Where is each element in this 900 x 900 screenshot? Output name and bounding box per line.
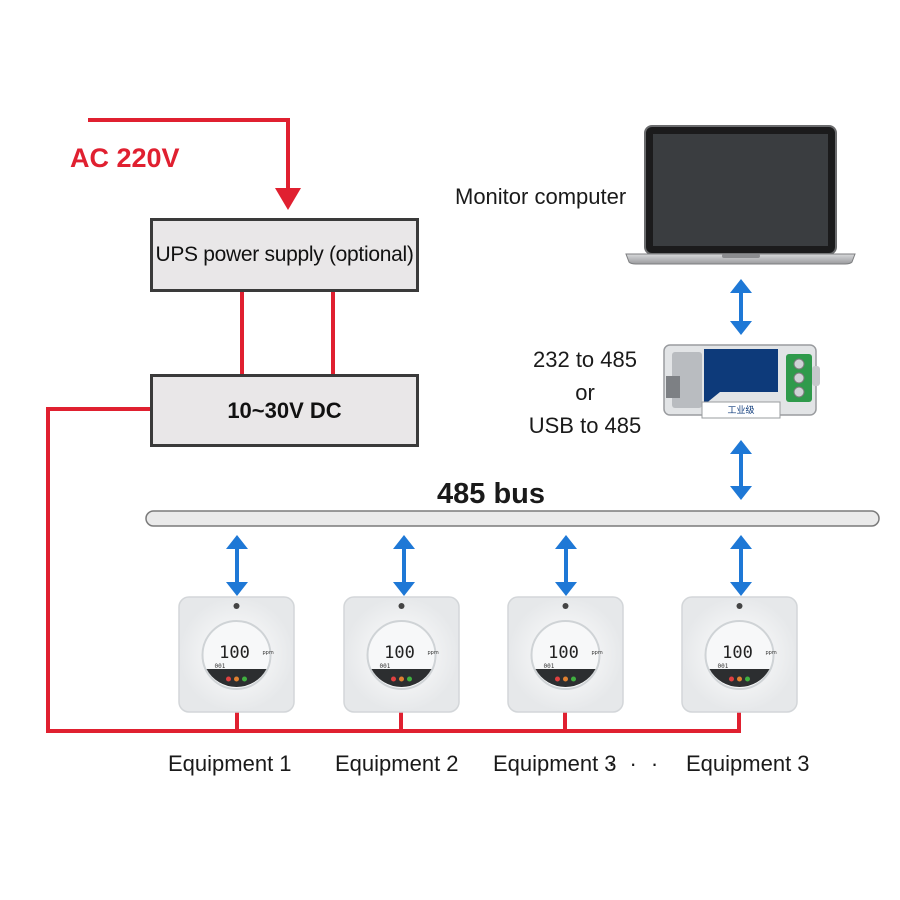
equipment-label-4: Equipment 3 <box>686 751 810 776</box>
converter-line-1: 232 to 485 <box>533 347 637 372</box>
gas-sensor-device-icon: 100 ppm 001 <box>681 596 798 713</box>
ac-power-line <box>88 118 301 210</box>
converter-label: 232 to 485 or USB to 485 <box>520 343 650 442</box>
ac-220v-label: AC 220V <box>70 143 180 173</box>
converter-line-3: USB to 485 <box>528 413 642 438</box>
device-sub-reading: 001 <box>718 663 729 670</box>
ellipsis: · · · <box>608 751 663 776</box>
device-unit: ppm <box>263 650 274 656</box>
bidirectional-arrow-icon <box>730 440 752 500</box>
device-reading: 100 <box>219 643 250 663</box>
device-sub-reading: 001 <box>215 663 226 670</box>
data-arrows <box>226 279 752 596</box>
bidirectional-arrow-icon <box>393 535 415 596</box>
bus-label: 485 bus <box>437 478 545 510</box>
gas-sensor-device-icon: 100 ppm 001 <box>343 596 460 713</box>
gas-sensor-device-icon: 100 ppm 001 <box>507 596 624 713</box>
ac-arrow-head-icon <box>275 188 301 210</box>
bidirectional-arrow-icon <box>555 535 577 596</box>
device-reading: 100 <box>384 643 415 663</box>
bus-bar <box>145 510 880 527</box>
device-unit: ppm <box>428 650 439 656</box>
gas-sensor-device-icon: 100 ppm 001 <box>178 596 295 713</box>
device-sub-reading: 001 <box>544 663 555 670</box>
equipment-label-2: Equipment 2 <box>335 751 459 776</box>
dc-power-box: 10~30V DC <box>150 374 419 447</box>
device-unit: ppm <box>766 650 777 656</box>
equipment-label-1: Equipment 1 <box>168 751 292 776</box>
converter-module-icon: 工业级 <box>663 344 820 419</box>
device-unit: ppm <box>592 650 603 656</box>
ups-power-box: UPS power supply (optional) <box>150 218 419 292</box>
laptop-icon <box>625 125 856 265</box>
monitor-computer-label: Monitor computer <box>455 184 627 209</box>
equipment-label-3: Equipment 3 <box>493 751 617 776</box>
converter-chip-text: 工业级 <box>727 404 754 416</box>
dc-label: 10~30V DC <box>227 397 342 423</box>
bidirectional-arrow-icon <box>730 279 752 335</box>
converter-line-2: or <box>575 380 595 405</box>
device-sub-reading: 001 <box>380 663 391 670</box>
ups-label: UPS power supply (optional) <box>155 243 414 266</box>
bidirectional-arrow-icon <box>730 535 752 596</box>
bidirectional-arrow-icon <box>226 535 248 596</box>
device-reading: 100 <box>722 643 753 663</box>
ups-dc-connectors <box>240 292 335 374</box>
device-reading: 100 <box>548 643 579 663</box>
dc-power-loop <box>46 407 741 733</box>
